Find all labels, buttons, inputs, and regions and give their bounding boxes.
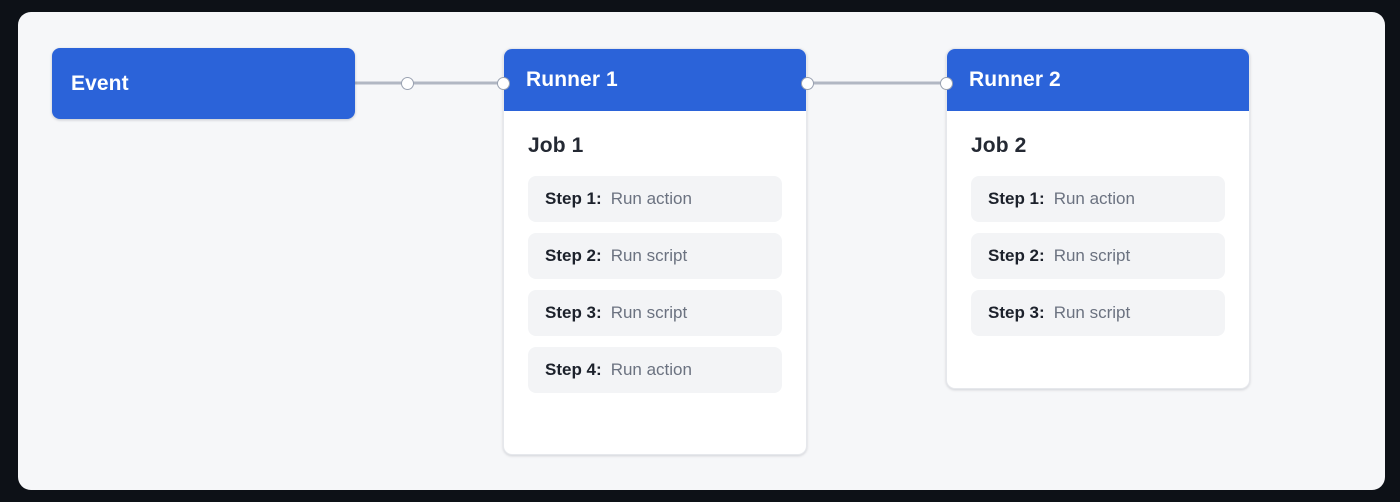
step-row[interactable]: Step 2: Run script bbox=[528, 233, 782, 279]
step-row[interactable]: Step 3: Run script bbox=[971, 290, 1225, 336]
step-row[interactable]: Step 4: Run action bbox=[528, 347, 782, 393]
handle-runner-1-right[interactable] bbox=[801, 77, 814, 90]
step-value: Run action bbox=[610, 189, 692, 208]
step-value: Run script bbox=[610, 246, 688, 265]
step-value: Run script bbox=[1053, 246, 1131, 265]
handle-event-right[interactable] bbox=[401, 77, 414, 90]
node-event[interactable]: Event bbox=[52, 48, 414, 119]
step-row[interactable]: Step 3: Run script bbox=[528, 290, 782, 336]
step-value: Run action bbox=[610, 360, 692, 379]
step-label: Step 2: bbox=[545, 246, 602, 265]
runner-2-body: Job 2 Step 1: Run action Step 2: Run scr… bbox=[947, 111, 1249, 358]
job-1-title: Job 1 bbox=[528, 134, 584, 157]
step-value: Run script bbox=[1053, 303, 1131, 322]
node-runner-1[interactable]: Runner 1 Job 1 Step 1: Run action Step 2… bbox=[503, 48, 807, 455]
step-row[interactable]: Step 1: Run action bbox=[528, 176, 782, 222]
step-value: Run script bbox=[610, 303, 688, 322]
node-event-title: Event bbox=[71, 71, 129, 95]
step-label: Step 1: bbox=[545, 189, 602, 208]
runner-2-header: Runner 2 bbox=[947, 49, 1249, 111]
handle-runner-2-left[interactable] bbox=[940, 77, 953, 90]
step-row[interactable]: Step 2: Run script bbox=[971, 233, 1225, 279]
step-value: Run action bbox=[1053, 189, 1135, 208]
node-runner-2[interactable]: Runner 2 Job 2 Step 1: Run action Step 2… bbox=[946, 48, 1250, 389]
runner-1-body: Job 1 Step 1: Run action Step 2: Run scr… bbox=[504, 111, 806, 415]
step-label: Step 3: bbox=[988, 303, 1045, 322]
step-label: Step 4: bbox=[545, 360, 602, 379]
job-1-step-list: Step 1: Run action Step 2: Run script St… bbox=[528, 176, 782, 393]
step-row[interactable]: Step 1: Run action bbox=[971, 176, 1225, 222]
job-2-title: Job 2 bbox=[971, 134, 1027, 157]
node-runner-2-title: Runner 2 bbox=[969, 68, 1061, 91]
step-label: Step 2: bbox=[988, 246, 1045, 265]
job-2-step-list: Step 1: Run action Step 2: Run script St… bbox=[971, 176, 1225, 336]
step-label: Step 3: bbox=[545, 303, 602, 322]
runner-1-header: Runner 1 bbox=[504, 49, 806, 111]
handle-runner-1-left[interactable] bbox=[497, 77, 510, 90]
node-runner-1-title: Runner 1 bbox=[526, 68, 618, 91]
step-label: Step 1: bbox=[988, 189, 1045, 208]
